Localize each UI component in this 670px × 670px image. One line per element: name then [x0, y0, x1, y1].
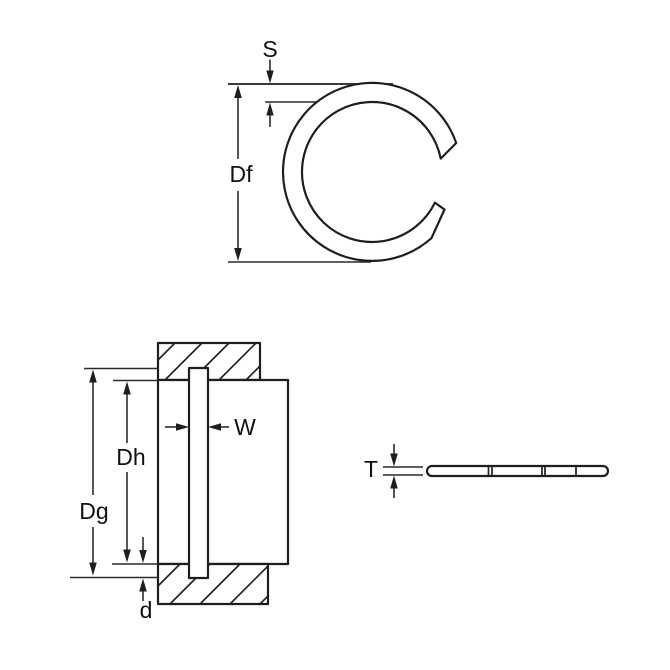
- dim-w-right-arrow: [176, 423, 189, 431]
- dimension-label-t: T: [364, 456, 378, 482]
- ring-cross-section: [187, 366, 210, 580]
- hatch-line: [157, 563, 181, 587]
- dimension-label-s: S: [262, 36, 277, 62]
- hatch-line: [157, 342, 176, 361]
- dim-dg: Dg: [79, 369, 109, 576]
- dimension-label-d: d: [140, 597, 153, 623]
- dimension-label-w: W: [234, 414, 256, 440]
- dimension-label-dg: Dg: [79, 498, 108, 524]
- snap-ring-outline: [281, 81, 458, 262]
- hatch-line: [245, 365, 261, 381]
- dim-dg-top-arrow: [89, 369, 97, 383]
- hatch-line: [218, 342, 257, 381]
- dim-t-down-arrow: [390, 453, 398, 467]
- dim-df-top-arrow: [234, 85, 242, 98]
- hatch-line: [259, 595, 269, 605]
- dim-w: W: [165, 414, 256, 440]
- dim-s: S: [262, 36, 278, 127]
- dim-d-up-arrow: [139, 578, 147, 592]
- ring-edge-profile: [425, 464, 610, 478]
- dim-df-bottom-arrow: [234, 248, 242, 261]
- dim-s-up-arrow: [266, 102, 274, 116]
- dim-d: d: [139, 537, 152, 623]
- edge-view: T: [364, 444, 610, 498]
- dim-dh-top-arrow: [123, 381, 131, 395]
- dim-w-left-arrow: [208, 423, 221, 431]
- dimension-label-df: Df: [230, 161, 254, 187]
- hatch-line: [199, 563, 241, 605]
- dim-t-up-arrow: [390, 475, 398, 489]
- bore-body: [156, 378, 290, 566]
- front-view: S Df: [228, 36, 458, 263]
- dim-s-down-arrow: [266, 70, 274, 84]
- dim-dg-bottom-arrow: [89, 562, 97, 576]
- cross-section-view: Dg Dh d: [70, 341, 290, 623]
- hatch-line: [229, 565, 269, 605]
- hatch-line: [164, 342, 203, 381]
- dim-dh-bottom-arrow: [123, 549, 131, 563]
- dim-d-down-arrow: [139, 550, 147, 563]
- dim-dh: Dh: [116, 381, 146, 563]
- dim-df: Df: [230, 85, 254, 261]
- dimension-label-dh: Dh: [116, 444, 145, 470]
- dim-t: T: [364, 444, 398, 498]
